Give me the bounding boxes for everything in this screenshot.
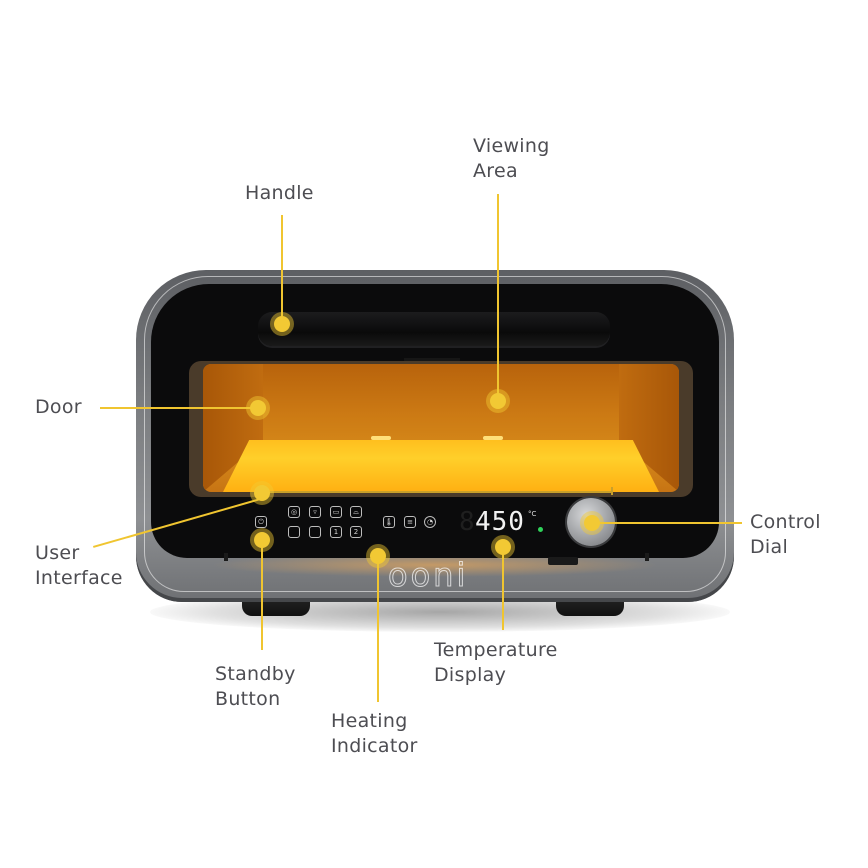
label-line: Heating: [331, 710, 408, 732]
display-ghost-digit: 8: [459, 507, 475, 537]
control-dial-marker: [584, 515, 600, 531]
label-viewing-area: Viewing Area: [473, 134, 550, 184]
bottom-heat-icon[interactable]: [309, 526, 321, 538]
oven-rim: [144, 276, 726, 592]
heating-indicator-leader: [377, 556, 379, 702]
label-line: User: [35, 542, 80, 564]
handle-leader: [281, 215, 283, 323]
label-handle: Handle: [245, 181, 314, 206]
label-line: Temperature: [434, 639, 558, 661]
standby-button-leader: [261, 540, 263, 650]
temperature-readout: 450: [475, 507, 525, 537]
label-door: Door: [35, 395, 82, 420]
heating-indicator-marker: [370, 548, 386, 564]
label-line: Button: [215, 688, 281, 710]
vent-slot: [548, 557, 578, 565]
pizza-slice-icon[interactable]: ▿: [309, 506, 321, 518]
temperature-display-leader: [502, 546, 504, 630]
label-line: Display: [434, 664, 507, 686]
door-leader: [100, 407, 258, 409]
user-interface-bracket-end: [611, 487, 613, 495]
label-line: Door: [35, 396, 82, 418]
label-line: Indicator: [331, 735, 418, 757]
viewing-area-leader: [497, 194, 499, 400]
label-heating-indicator: Heating Indicator: [331, 709, 418, 759]
label-standby-button: Standby Button: [215, 662, 296, 712]
label-line: Area: [473, 160, 518, 182]
label-line: Control: [750, 511, 821, 533]
top-heat-icon[interactable]: [288, 526, 300, 538]
preset-1-button[interactable]: 1: [330, 526, 342, 538]
label-line: Standby: [215, 663, 296, 685]
neapolitan-icon[interactable]: ◎: [288, 506, 300, 518]
heating-element-glow: [483, 436, 503, 440]
label-control-dial: Control Dial: [750, 510, 821, 560]
label-user-interface: User Interface: [35, 541, 123, 591]
user-interface-marker: [254, 485, 270, 501]
label-line: Interface: [35, 567, 123, 589]
pizza-stone: [223, 440, 659, 492]
standby-button-marker: [254, 532, 270, 548]
grill-icon[interactable]: ≡: [404, 516, 416, 528]
label-line: Handle: [245, 182, 314, 204]
viewing-area-cavity: [203, 364, 679, 492]
timer-icon[interactable]: ◔: [424, 516, 436, 528]
viewing-area-marker: [490, 393, 506, 409]
brand-logo: ooni: [387, 556, 469, 594]
pan-pizza-icon[interactable]: ▭: [330, 506, 342, 518]
heating-element-glow: [371, 436, 391, 440]
heating-status-led: [538, 527, 543, 532]
vent-slot: [645, 553, 649, 561]
handle-marker: [274, 316, 290, 332]
preset-2-button[interactable]: 2: [350, 526, 362, 538]
label-line: Viewing: [473, 135, 550, 157]
temperature-unit: °C: [528, 510, 537, 518]
standby-power-icon[interactable]: ⏻: [255, 516, 267, 528]
label-temperature-display: Temperature Display: [434, 638, 558, 688]
user-interface-bracket: [260, 491, 612, 493]
thermometer-icon[interactable]: 🌡: [383, 516, 395, 528]
door-marker: [250, 400, 266, 416]
bread-icon[interactable]: ⌓: [350, 506, 362, 518]
oven-handle[interactable]: [258, 312, 610, 346]
temperature-display-marker: [495, 539, 511, 555]
label-line: Dial: [750, 536, 789, 558]
control-dial-leader: [592, 522, 742, 524]
vent-slot: [224, 553, 228, 561]
